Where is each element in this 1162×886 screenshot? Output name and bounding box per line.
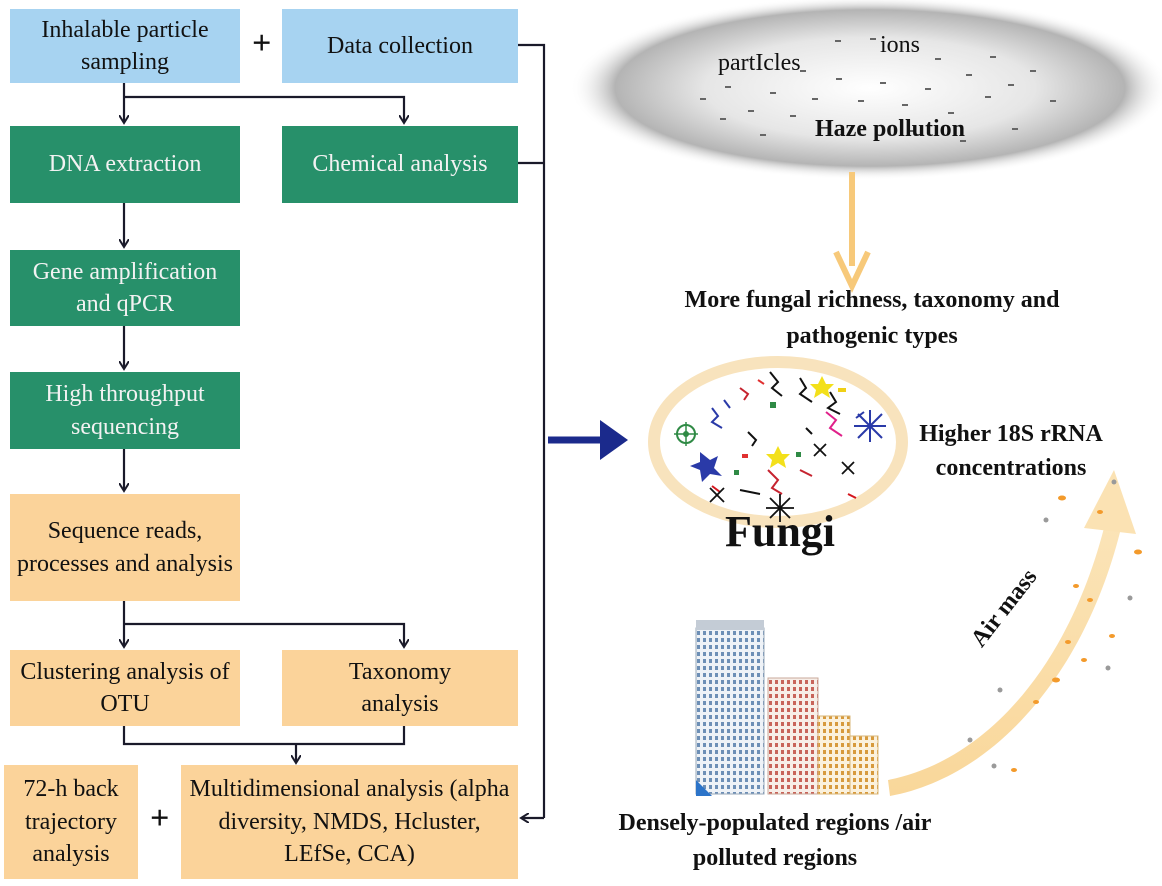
data-collection-box: Data collection — [282, 9, 518, 83]
haze-cloud — [570, 0, 1162, 180]
dna-extraction-box: DNA extraction — [10, 126, 240, 203]
haze-pollution-title: Haze pollution — [814, 116, 965, 142]
taxonomy-analysis-box: Taxonomy analysis — [282, 650, 518, 726]
clustering-analysis-box: Clustering analysis of OTU — [10, 650, 240, 726]
taxonomy-analysis-label: Taxonomy analysis — [348, 658, 452, 717]
high-throughput-label: High throughput sequencing — [45, 381, 205, 440]
back-trajectory-label: 72-h back trajectory analysis — [23, 776, 119, 868]
multidimensional-analysis-label: Multidimensional analysis (alpha diversi… — [189, 776, 510, 868]
haze-particles-text: partIcles — [718, 50, 801, 76]
clustering-analysis-label: Clustering analysis of OTU — [20, 658, 230, 717]
multidimensional-analysis-box: Multidimensional analysis (alpha diversi… — [181, 765, 518, 879]
chemical-analysis-label: Chemical analysis — [312, 151, 488, 178]
chemical-analysis-box: Chemical analysis — [282, 126, 518, 203]
data-collection-label: Data collection — [327, 32, 473, 59]
fungi-label: Fungi — [724, 507, 836, 556]
haze-ions-text: ions — [880, 32, 921, 58]
inhalable-sampling-label: Inhalable particle sampling — [41, 16, 209, 75]
plus-sign-top: + — [252, 25, 272, 62]
dna-extraction-label: DNA extraction — [48, 151, 202, 178]
fungi-ellipse — [648, 356, 908, 528]
plus-sign-bottom: + — [150, 800, 170, 837]
higher-18s-text: Higher 18S rRNA concentrations — [919, 421, 1103, 481]
big-right-arrow — [548, 420, 628, 460]
air-mass-arrow — [888, 470, 1142, 796]
flow-arrows — [124, 43, 546, 818]
city-buildings — [695, 620, 879, 796]
fungal-richness-text: More fungal richness, taxonomy and patho… — [684, 287, 1060, 349]
back-trajectory-box: 72-h back trajectory analysis — [4, 765, 138, 879]
sequence-reads-label: Sequence reads, processes and analysis — [17, 518, 233, 577]
gene-amplification-box: Gene amplification and qPCR — [10, 250, 240, 326]
haze-down-arrow — [833, 172, 871, 294]
high-throughput-box: High throughput sequencing — [10, 372, 240, 449]
sequence-reads-box: Sequence reads, processes and analysis — [10, 494, 240, 601]
gene-amplification-label: Gene amplification and qPCR — [32, 258, 218, 317]
regions-text: Densely-populated regions /air polluted … — [618, 810, 932, 871]
inhalable-sampling-box: Inhalable particle sampling — [10, 9, 240, 83]
